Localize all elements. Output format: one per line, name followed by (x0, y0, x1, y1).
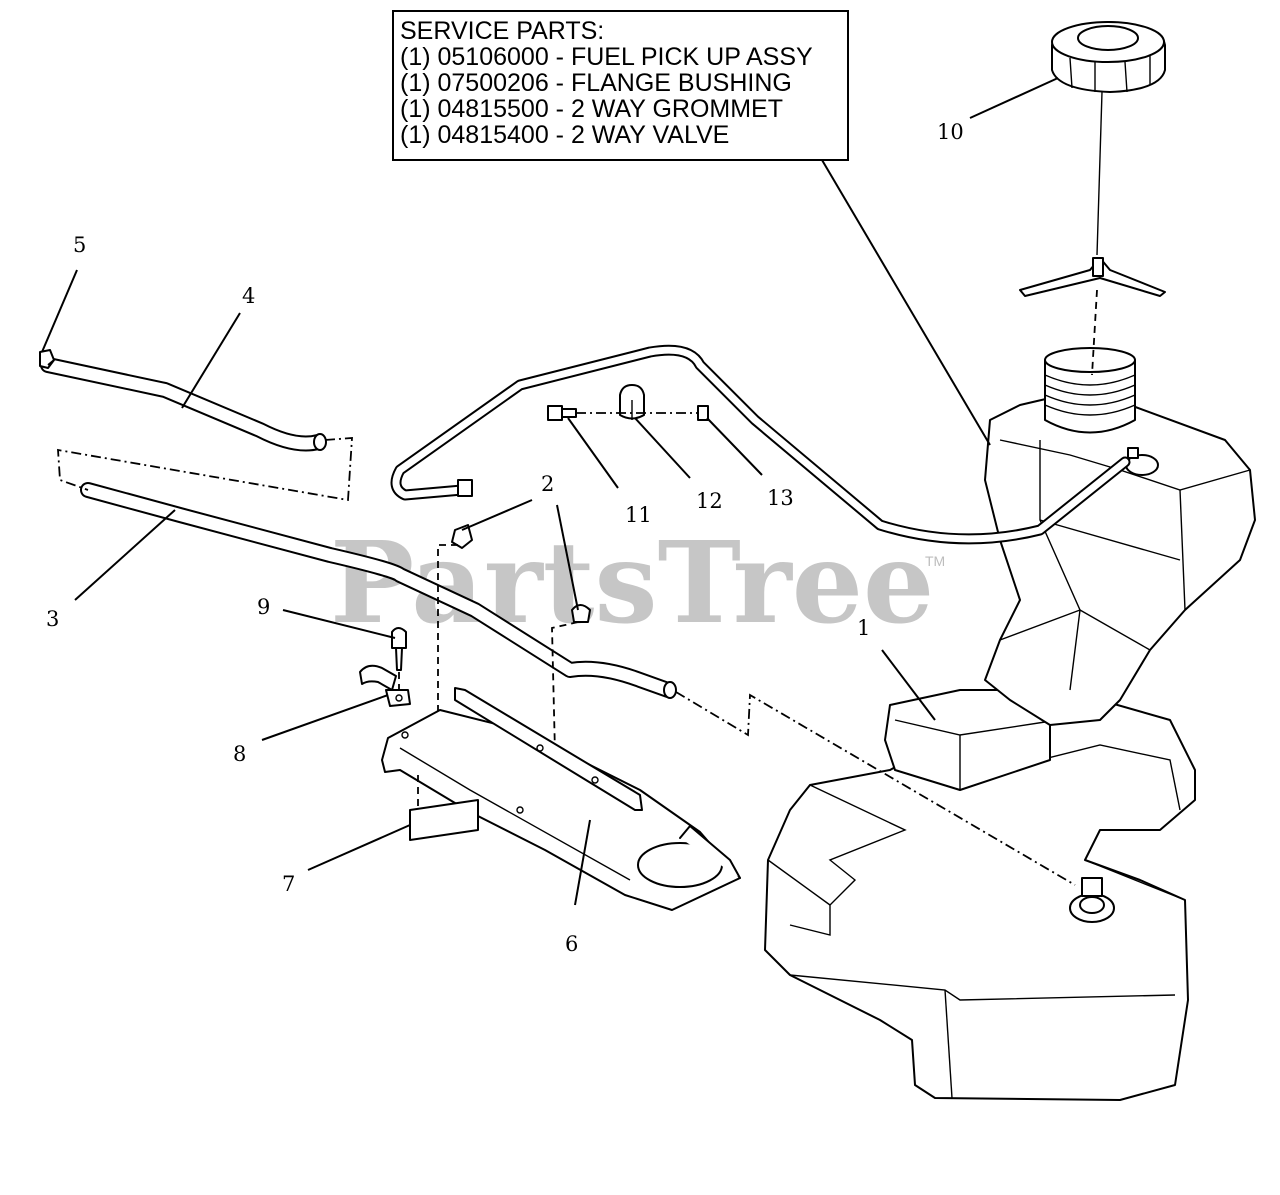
leader-1 (881, 649, 936, 721)
service-parts-line: (1) 04815400 - 2 WAY VALVE (400, 121, 729, 149)
callout-8: 8 (233, 742, 246, 766)
screw (391, 627, 407, 671)
watermark-trademark: TM (925, 553, 945, 569)
callout-5: 5 (73, 233, 86, 257)
leader-5 (41, 269, 78, 353)
hose-3 (80, 482, 677, 699)
service-parts-line: (1) 07500206 - FLANGE BUSHING (400, 69, 792, 97)
service-parts-box: SERVICE PARTS: (1) 05106000 - FUEL PICK … (392, 10, 849, 161)
callout-4: 4 (242, 284, 255, 308)
leader-13 (706, 417, 763, 476)
leader-2a (461, 499, 533, 531)
leader-11 (567, 417, 619, 489)
leader-8 (261, 694, 389, 741)
leader-service-parts (821, 159, 991, 446)
mounting-bracket (381, 687, 741, 911)
leader-6 (574, 819, 591, 906)
leader-3 (74, 509, 176, 601)
clip-2b (571, 604, 591, 623)
leader-10 (969, 77, 1059, 119)
clip-2a (451, 524, 473, 549)
valve-assembly (547, 384, 709, 421)
vent-hose (390, 344, 1131, 545)
fuel-tank (764, 347, 1256, 1101)
callout-13: 13 (767, 486, 794, 510)
callout-6: 6 (565, 932, 578, 956)
clamp (359, 664, 411, 707)
fuel-cap (1019, 21, 1166, 297)
leader-9 (282, 609, 396, 639)
leader-2b (556, 504, 579, 611)
callout-11: 11 (625, 503, 652, 527)
callout-12: 12 (696, 489, 723, 513)
callout-7: 7 (282, 872, 295, 896)
hose-4 (40, 357, 327, 452)
callout-10: 10 (937, 120, 964, 144)
service-parts-line: (1) 04815500 - 2 WAY GROMMET (400, 95, 783, 123)
callout-3: 3 (46, 607, 59, 631)
leader-7 (307, 824, 411, 871)
adhesive-pad (409, 799, 479, 841)
service-parts-line: (1) 05106000 - FUEL PICK UP ASSY (400, 43, 813, 71)
service-parts-heading: SERVICE PARTS: (400, 17, 604, 45)
callout-9: 9 (257, 595, 270, 619)
callout-1: 1 (857, 616, 870, 640)
callout-2: 2 (541, 472, 554, 496)
leader-4 (181, 312, 241, 409)
leader-12 (634, 417, 691, 479)
